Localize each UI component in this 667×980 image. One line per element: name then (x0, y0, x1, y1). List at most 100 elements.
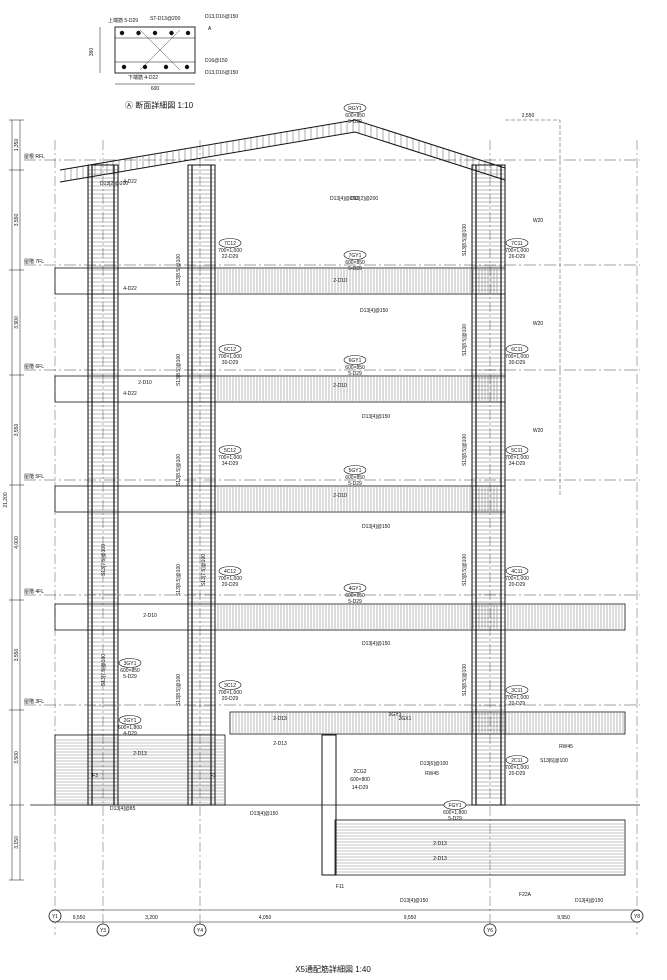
column-label-name: 4C11 (511, 569, 523, 575)
column-label-size: 700×1,000 (218, 248, 242, 254)
hoop-note: S13[8.5]@100 (176, 254, 182, 286)
bar-note: 2-D10 (333, 493, 347, 499)
beam-3gy-note: 3GY1 (389, 712, 402, 718)
column-label-name: 7C12 (224, 241, 236, 247)
beam-label-tag (343, 465, 367, 475)
column-label-tag (505, 685, 529, 695)
hoop-note-2: S13[7.5]@100 (101, 654, 107, 686)
beam-label-tag (343, 103, 367, 113)
floor-beam-band (54, 603, 506, 631)
hoop-note: S13[8.5]@100 (176, 454, 182, 486)
beam-label-tag (118, 715, 142, 725)
section-height-label: 360 (89, 48, 95, 57)
left-dim-label: 3,150 (14, 836, 20, 849)
section-detail: 360 600 上端筋 5-D29 ST-D13@200 D13,D16@150… (89, 14, 238, 110)
main-drawing-title: X5通配筋詳細図 1:40 (295, 964, 371, 974)
left-dim-label: 4,000 (14, 536, 20, 549)
beam-label-size: 600×1,800 (118, 725, 142, 731)
hoop-note: S13[8.5]@100 (176, 564, 182, 596)
column-label-size: 700×1,000 (218, 576, 242, 582)
left-dim-label: 3,500 (14, 751, 20, 764)
bottom-dim-label: 3,200 (145, 915, 158, 921)
column-label-tag (505, 755, 529, 765)
column-label-size: 700×1,000 (505, 695, 529, 701)
2f-beam-band (229, 711, 626, 735)
hoop-note: S13[8.5]@100 (176, 354, 182, 386)
axis-label: Y6 (487, 928, 493, 934)
beam-label-name: RGY1 (348, 106, 362, 112)
column-label-tag (218, 566, 242, 576)
section-side-bar-label-3: D13,D16@150 (205, 70, 238, 76)
column-label-tag (505, 566, 529, 576)
column-label-name: 5C12 (224, 448, 236, 454)
section-bottom-bar-label: 下端筋 4-D22 (128, 74, 158, 81)
wall-note: W20 (533, 321, 544, 327)
roof-gable-top (59, 119, 506, 171)
col-2cg-rebar: 14-D29 (352, 785, 369, 791)
footing-note: F11 (336, 884, 344, 890)
left-dim-label: 3,550 (14, 214, 20, 227)
wall-note: W20 (533, 218, 544, 224)
hoop-note-2: S13[7.5]@100 (101, 544, 107, 576)
column-label-tag (218, 445, 242, 455)
beam-label-tag (118, 658, 142, 668)
column-label-name: 7C11 (511, 241, 523, 247)
section-stirrup-label: ST-D13@200 (150, 16, 181, 22)
column-label-rebar: 30-D29 (509, 360, 526, 366)
axis-label: Y1 (52, 914, 58, 920)
column-label-size: 700×1,000 (218, 354, 242, 360)
column-label-tag (218, 680, 242, 690)
beam-label-size: 600×850 (345, 365, 365, 371)
hoop-note: S13[8.5]@100 (462, 224, 468, 256)
left-total-dim: 21,200 (3, 492, 9, 508)
slab-top-note: D13[2]@200 (100, 181, 128, 187)
beam-label-rebar: 5-D29 (123, 674, 137, 680)
slab-rebar-note: D13[4]@150 (575, 898, 603, 904)
bar-note: 4-D22 (123, 286, 137, 292)
bar-note: 4-D22 (123, 179, 137, 185)
column-label-rebar: 20-D29 (509, 701, 526, 707)
axis-label: Y8 (634, 914, 640, 920)
top-rebar-dot (169, 30, 174, 36)
slab-rebar-note: D13[4]@150 (362, 414, 390, 420)
column-label-size: 700×1,000 (218, 455, 242, 461)
section-width-label: 600 (151, 86, 160, 92)
hoop-note: S13[8.5]@100 (462, 664, 468, 696)
beam-label-name: 5GY1 (349, 468, 362, 474)
column-label-size: 700×1,000 (505, 765, 529, 771)
wall-note-2: RW45 (425, 771, 439, 777)
slab-rebar-note: D13[4]@150 (250, 811, 278, 817)
bar-note: 2-D13 (433, 856, 447, 862)
beam-label-rebar: 5-D29 (448, 816, 462, 822)
column-label-size: 700×1,000 (505, 455, 529, 461)
floor-level-label: 屋階 3FL (24, 698, 44, 705)
beam-label-name: 2GY1 (124, 718, 137, 724)
column-label-tag (505, 344, 529, 354)
beam-label-size: 600×1,800 (443, 810, 467, 816)
beam-label-name: 7GY1 (349, 253, 362, 259)
hoop-note: S13[8.5]@100 (462, 434, 468, 466)
beam-label-size: 600×850 (345, 113, 365, 119)
col-2cg-note: 2CG2 (353, 769, 366, 775)
bar-note: 2-D10 (143, 613, 157, 619)
column-label-rebar: 30-D29 (222, 360, 239, 366)
bottom-rebar-dot (163, 64, 169, 70)
beam-label-name: 6GY1 (349, 358, 362, 364)
column-label-name: 2C11 (511, 758, 523, 764)
column-label-rebar: 20-D29 (509, 582, 526, 588)
beam-label-tag (343, 355, 367, 365)
column-label-size: 700×1,000 (218, 690, 242, 696)
top-right-dim: 2,550 (522, 113, 535, 119)
column-label-rebar: 20-D29 (222, 696, 239, 702)
bar-note: 4-D22 (123, 391, 137, 397)
beam-label-name: 4GY1 (349, 586, 362, 592)
bar-note: 2-D13 (133, 751, 147, 757)
column-label-name: 3C11 (511, 688, 523, 694)
column-label-size: 700×1,000 (505, 248, 529, 254)
bottom-dim-label: 9,550 (404, 915, 417, 921)
floor-level-label: 屋階 5FL (24, 473, 44, 480)
axis-label: Y4 (197, 928, 203, 934)
bottom-dim-label: 9,950 (557, 915, 570, 921)
section-side-bar-label-2: D16@150 (205, 58, 228, 64)
